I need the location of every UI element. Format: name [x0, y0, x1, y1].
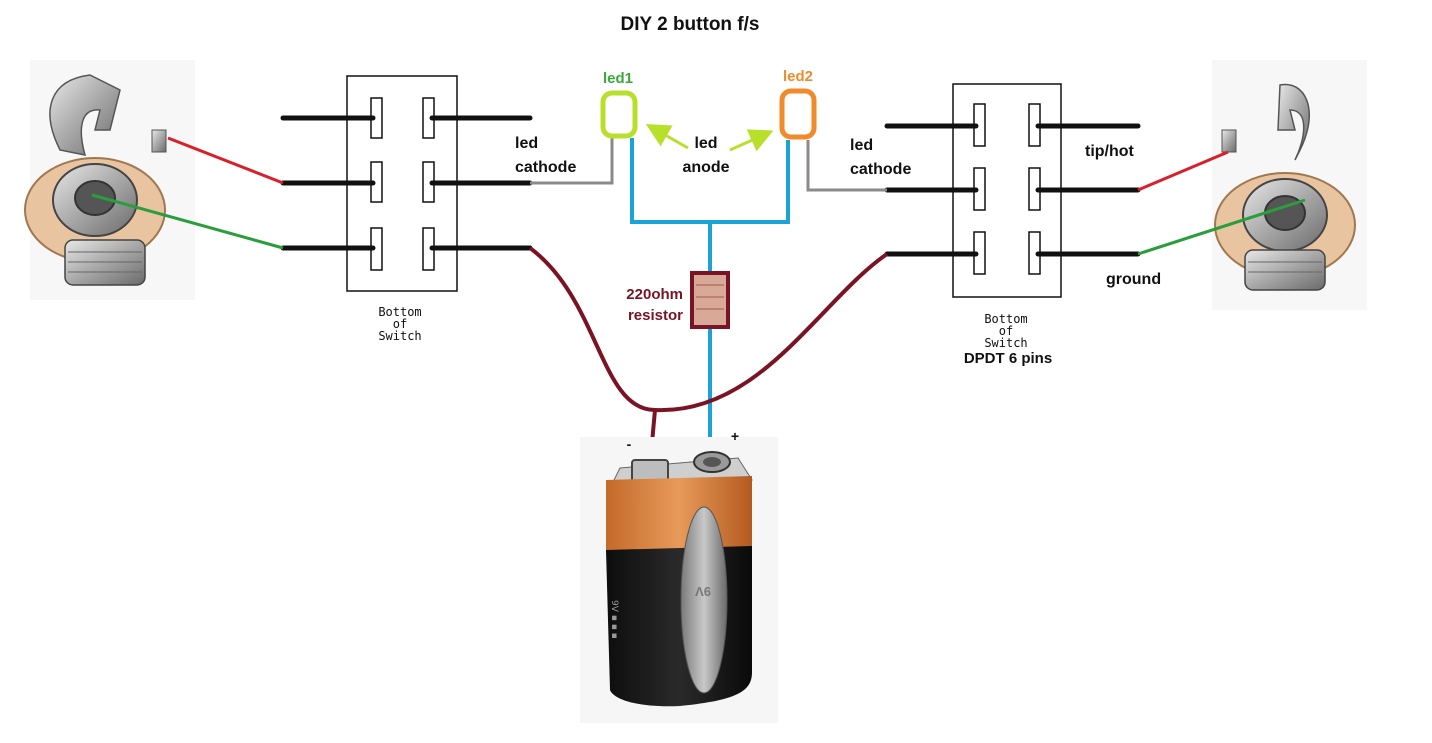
led2-icon: [779, 88, 817, 140]
left-switch-label-line3: Switch: [378, 329, 421, 343]
tip-hot-label: tip/hot: [1085, 143, 1135, 160]
left-switch-lugs: [280, 115, 533, 251]
right-switch-lugs: [884, 123, 1141, 257]
right-switch-label-line1: Bottom: [984, 312, 1027, 326]
led1-icon: [600, 90, 638, 139]
right-ground-wire: [1137, 198, 1306, 256]
led1-label: led1: [603, 70, 633, 87]
right-jack-icon: [1212, 60, 1367, 310]
left-switch-label-line1: Bottom: [378, 305, 421, 319]
battery-plus-label: +: [731, 428, 739, 444]
anode-label-line1: led: [694, 135, 717, 152]
svg-text:9V ▪ ▪ ▪: 9V ▪ ▪ ▪: [609, 600, 619, 639]
right-cathode-wire: [806, 140, 887, 192]
battery-minus-label: -: [627, 436, 632, 452]
resistor-label-line2: resistor: [628, 307, 683, 324]
ground-label: ground: [1106, 271, 1161, 288]
left-cathode-label-line1: led: [515, 135, 538, 152]
anode-arrow-left: [645, 124, 689, 150]
diagram-title: DIY 2 button f/s: [621, 14, 760, 35]
anode-arrow-right: [729, 129, 774, 152]
resistor-label-line1: 220ohm: [626, 286, 683, 303]
right-tip-wire: [1137, 150, 1229, 192]
left-tip-wire: [167, 136, 284, 185]
led2-label: led2: [783, 68, 813, 85]
left-switch-label-line2: of: [393, 317, 407, 331]
battery-icon: 9V ▪ ▪ ▪: [580, 437, 778, 723]
left-jack-icon: [24, 60, 195, 300]
left-cathode-wire: [530, 138, 614, 185]
battery-voltage-label: 9V: [695, 584, 711, 599]
right-switch-label-line2: of: [999, 324, 1013, 338]
right-switch-label-line3: Switch: [984, 336, 1027, 350]
left-cathode-label-line2: cathode: [515, 159, 576, 176]
right-switch-type-label: DPDT 6 pins: [964, 350, 1052, 367]
right-cathode-label-line1: led: [850, 137, 873, 154]
anode-label-line2: anode: [682, 159, 729, 176]
right-cathode-label-line2: cathode: [850, 161, 911, 178]
ground-loop-wire: [528, 246, 889, 413]
left-ground-wire: [91, 193, 284, 250]
resistor-icon: [690, 271, 730, 329]
